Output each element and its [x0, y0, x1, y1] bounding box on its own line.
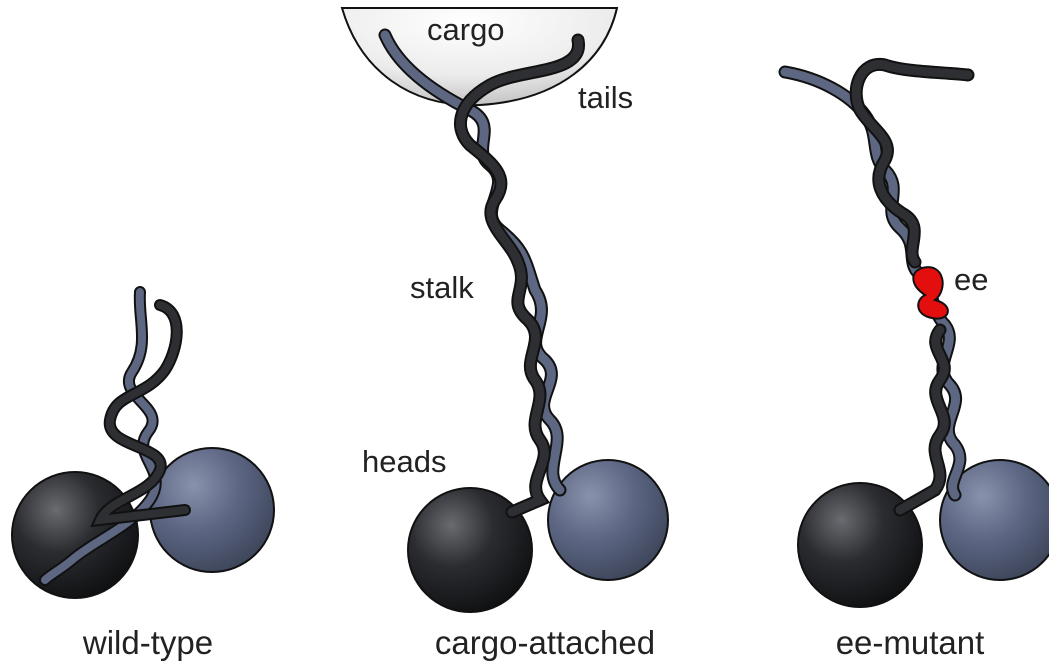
- ee-label: ee: [954, 264, 988, 295]
- stalk-label: stalk: [410, 272, 474, 303]
- caption-wild-type: wild-type: [83, 626, 213, 659]
- heads-label: heads: [362, 446, 446, 477]
- ee-mutation-region: [913, 267, 948, 318]
- wild-type-motor: [12, 292, 274, 598]
- tails-label: tails: [578, 82, 633, 113]
- ee-mutant-motor: [785, 64, 1049, 607]
- caption-cargo-attached: cargo-attached: [435, 626, 655, 659]
- cargo-attached-blue-head: [548, 460, 668, 580]
- cargo-label: cargo: [427, 14, 505, 45]
- caption-ee-mutant: ee-mutant: [836, 626, 985, 659]
